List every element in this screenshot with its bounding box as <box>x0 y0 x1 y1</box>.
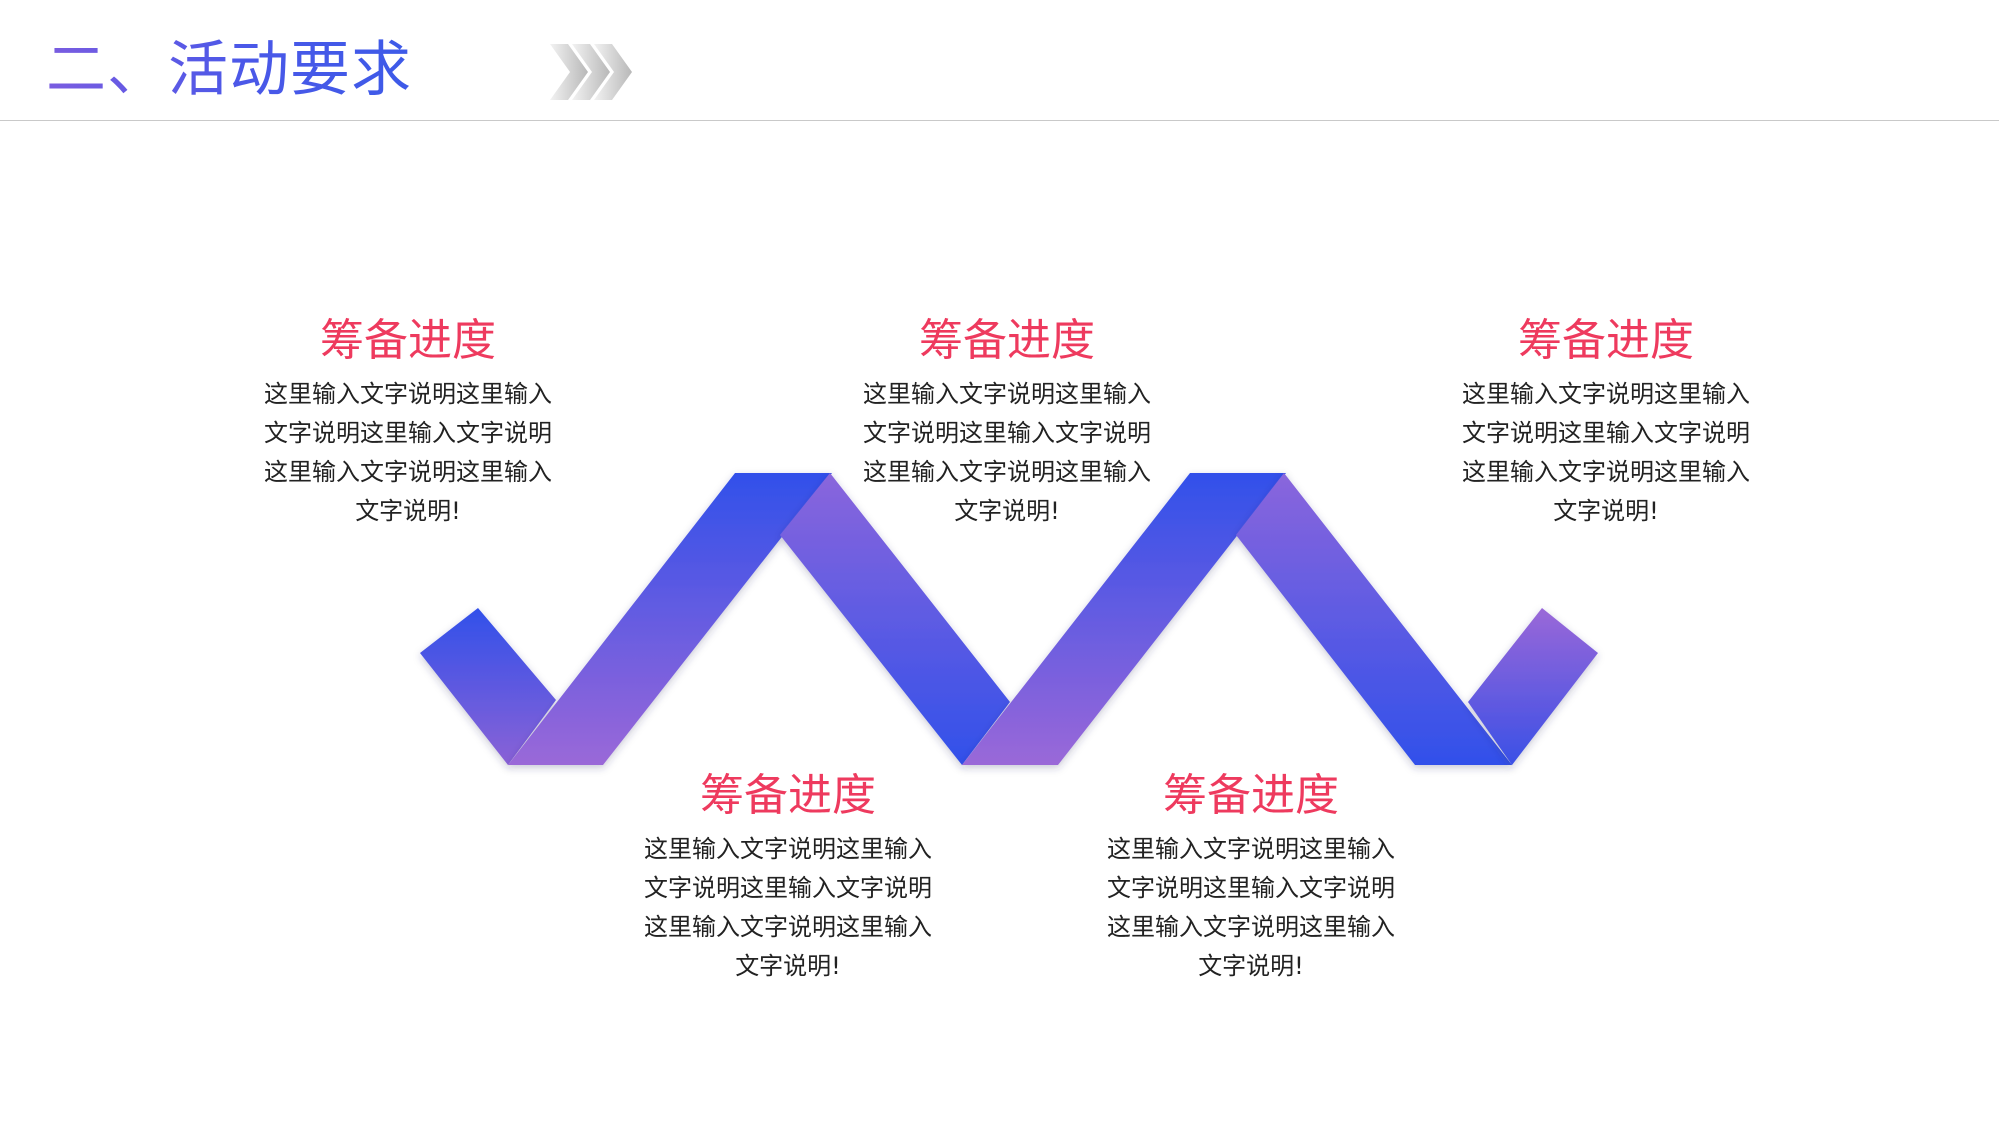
chevron-right-icon <box>550 44 632 100</box>
step-block-5: 筹备进度 这里输入文字说明这里输入 文字说明这里输入文字说明 这里输入文字说明这… <box>1086 768 1416 986</box>
ribbon-segment <box>1236 473 1512 765</box>
step-title: 筹备进度 <box>320 315 496 366</box>
ribbon-segment <box>420 608 556 765</box>
step-block-4: 筹备进度 这里输入文字说明这里输入 文字说明这里输入文字说明 这里输入文字说明这… <box>623 768 953 986</box>
step-title: 筹备进度 <box>700 770 876 821</box>
step-title: 筹备进度 <box>1163 770 1339 821</box>
step-description: 这里输入文字说明这里输入 文字说明这里输入文字说明 这里输入文字说明这里输入 文… <box>863 380 1151 525</box>
step-title: 筹备进度 <box>1518 315 1694 366</box>
step-block-1: 筹备进度 这里输入文字说明这里输入 文字说明这里输入文字说明 这里输入文字说明这… <box>243 313 573 531</box>
ribbon-segment <box>1468 608 1598 765</box>
ribbon-segment <box>508 473 832 765</box>
step-title: 筹备进度 <box>919 315 1095 366</box>
header-divider <box>0 120 1999 121</box>
step-description: 这里输入文字说明这里输入 文字说明这里输入文字说明 这里输入文字说明这里输入 文… <box>1107 835 1395 980</box>
step-description: 这里输入文字说明这里输入 文字说明这里输入文字说明 这里输入文字说明这里输入 文… <box>644 835 932 980</box>
ribbon-segment <box>780 473 1010 765</box>
page-title: 二、活动要求 <box>46 30 412 110</box>
step-block-3: 筹备进度 这里输入文字说明这里输入 文字说明这里输入文字说明 这里输入文字说明这… <box>1441 313 1771 531</box>
step-block-2: 筹备进度 这里输入文字说明这里输入 文字说明这里输入文字说明 这里输入文字说明这… <box>842 313 1172 531</box>
step-description: 这里输入文字说明这里输入 文字说明这里输入文字说明 这里输入文字说明这里输入 文… <box>264 380 552 525</box>
ribbon-segment <box>962 473 1286 765</box>
step-description: 这里输入文字说明这里输入 文字说明这里输入文字说明 这里输入文字说明这里输入 文… <box>1462 380 1750 525</box>
